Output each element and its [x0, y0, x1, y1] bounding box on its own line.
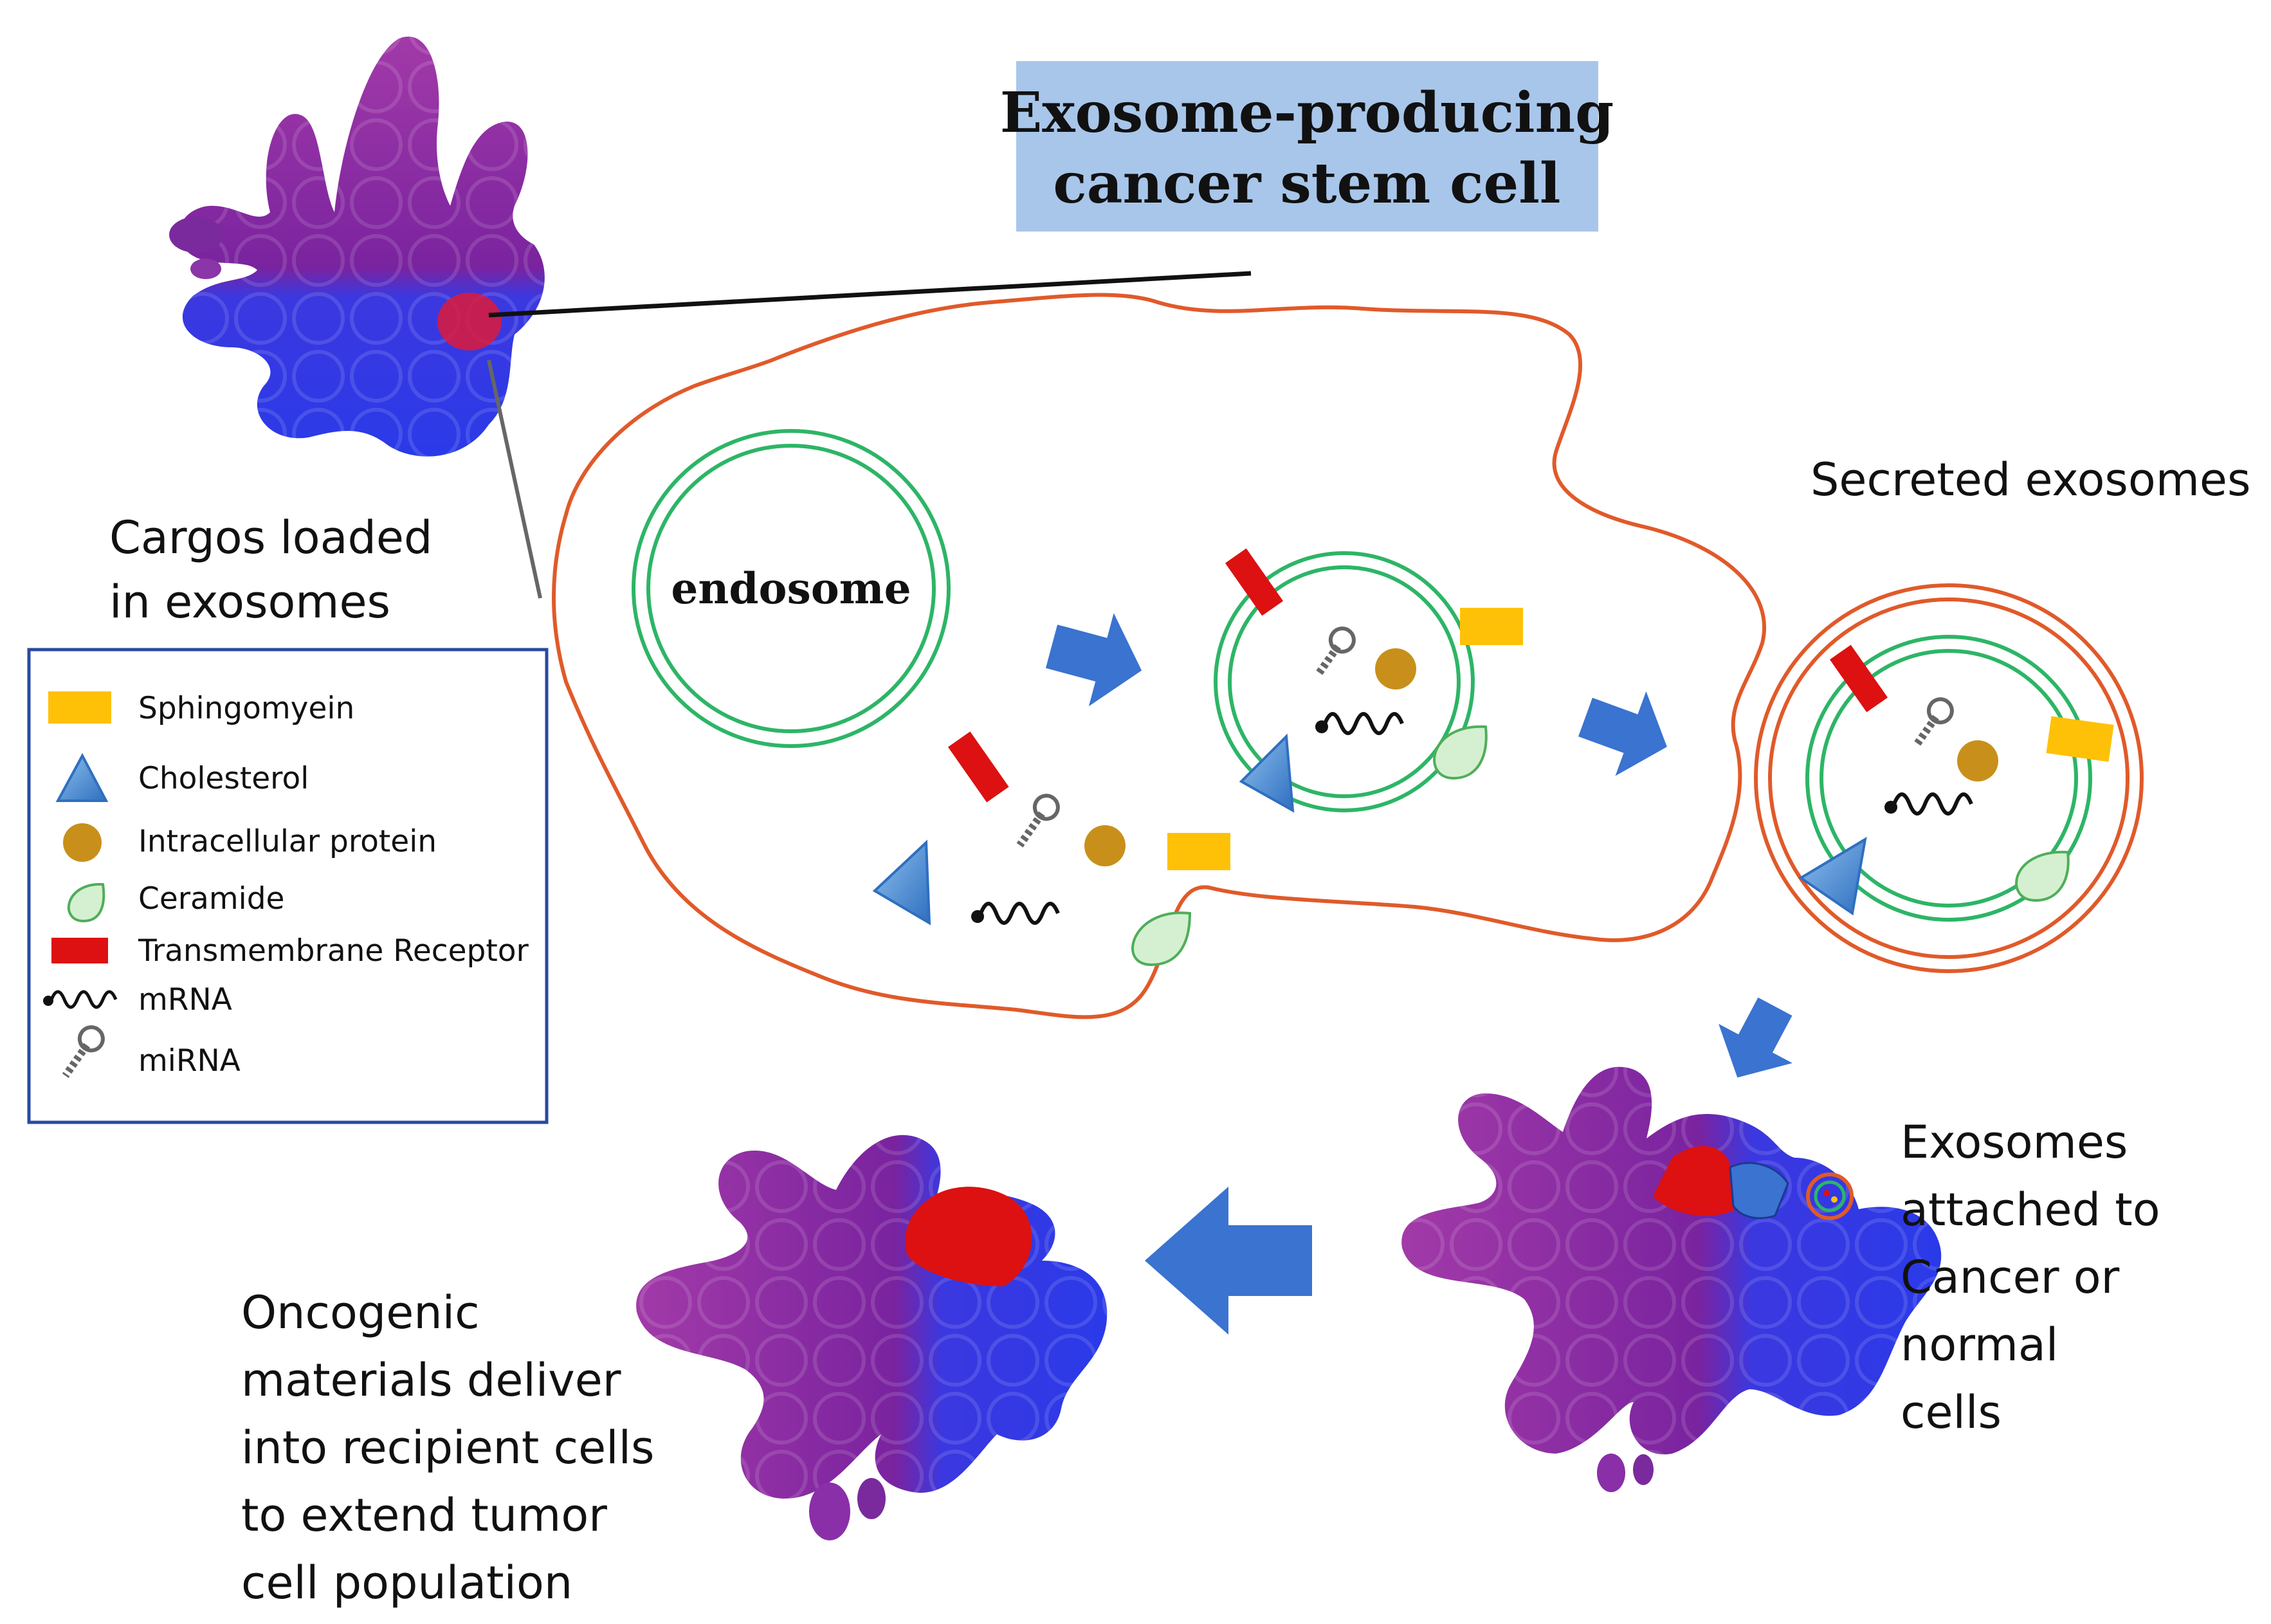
protein-icon	[63, 823, 102, 862]
endosome: endosome	[632, 429, 951, 748]
arrow-2	[1578, 691, 1667, 776]
arrow-1	[1045, 613, 1142, 707]
caption-attached-line-3: Cancer or	[1901, 1251, 2120, 1304]
mirna-icon	[62, 1025, 105, 1078]
caption-cargos-line-2: in exosomes	[109, 576, 390, 628]
legend-item-protein: Intracellular protein	[63, 823, 437, 862]
free-mrna	[979, 902, 1060, 925]
caption-attached-line-5: cells	[1901, 1386, 2002, 1439]
free-receptor	[947, 731, 1009, 803]
arrow-4	[1145, 1187, 1312, 1335]
title-line-1: Exosome-producing	[1000, 80, 1614, 145]
multivesicular-body	[1214, 548, 1523, 813]
caption-oncogenic-line-4: to extend tumor	[241, 1489, 607, 1542]
caption-oncogenic: Oncogenic materials deliver into recipie…	[241, 1286, 655, 1609]
title-box: Exosome-producing cancer stem cell	[1000, 61, 1614, 232]
free-ceramide	[1131, 911, 1192, 967]
caption-attached-line-1: Exosomes	[1901, 1116, 2128, 1169]
legend-label-sphingomyelin: Sphingomyein	[138, 691, 354, 726]
zoom-line-top	[488, 271, 1252, 318]
caption-secreted: Secreted exosomes	[1810, 453, 2250, 506]
caption-attached-line-2: attached to	[1901, 1183, 2160, 1236]
legend-label-ceramide: Ceramide	[138, 881, 284, 917]
legend: Sphingomyein Cholesterol Intracellular p…	[27, 648, 549, 1124]
legend-label-receptor: Transmembrane Receptor	[138, 933, 529, 969]
legend-label-cholesterol: Cholesterol	[138, 761, 309, 796]
caption-oncogenic-line-1: Oncogenic	[241, 1286, 480, 1339]
caption-oncogenic-line-3: into recipient cells	[241, 1421, 655, 1474]
free-protein	[1084, 825, 1126, 866]
free-sphingomyelin	[1167, 833, 1230, 870]
legend-item-mrna: mRNA	[43, 982, 232, 1017]
attached-exosome	[1806, 1172, 1854, 1220]
recipient-cell-right	[1401, 1066, 1942, 1492]
secreted-exosome	[1754, 583, 2144, 973]
legend-item-cholesterol: Cholesterol	[55, 753, 309, 802]
arrow-3	[1719, 997, 1792, 1078]
legend-item-sphingomyelin: Sphingomyein	[48, 691, 354, 726]
caption-cargos-line-1: Cargos loaded	[109, 511, 432, 564]
legend-item-ceramide: Ceramide	[67, 881, 284, 923]
caption-attached: Exosomes attached to Cancer or normal ce…	[1901, 1116, 2160, 1439]
legend-item-mirna: miRNA	[62, 1025, 241, 1079]
caption-oncogenic-line-5: cell population	[241, 1556, 572, 1609]
cholesterol-icon	[55, 753, 109, 802]
legend-label-protein: Intracellular protein	[138, 824, 437, 859]
title-line-2: cancer stem cell	[1053, 151, 1560, 216]
caption-oncogenic-line-2: materials deliver	[241, 1354, 621, 1407]
cell-membrane	[552, 293, 1767, 1019]
sphingomyelin-icon	[48, 691, 111, 724]
legend-label-mirna: miRNA	[138, 1043, 241, 1079]
tumor-cell-left	[636, 1135, 1108, 1540]
free-cargo	[872, 731, 1230, 967]
caption-cargos: Cargos loaded in exosomes	[109, 511, 432, 628]
caption-attached-line-4: normal	[1901, 1318, 2058, 1371]
free-mirna	[1016, 794, 1060, 848]
ceramide-icon	[67, 882, 105, 923]
zoom-line-bottom	[487, 360, 542, 599]
top-cancer-cell	[169, 36, 545, 457]
endosome-label: endosome	[671, 563, 911, 614]
legend-item-receptor: Transmembrane Receptor	[51, 933, 529, 969]
legend-label-mrna: mRNA	[138, 982, 232, 1017]
receptor-icon	[51, 938, 108, 963]
free-cholesterol	[872, 839, 931, 926]
